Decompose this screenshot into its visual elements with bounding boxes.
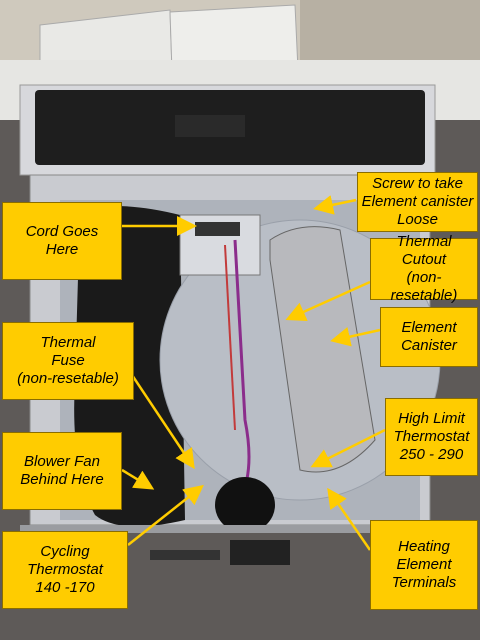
cycling-thermostat-label: Cycling Thermostat 140 -170 [2,531,128,609]
screw-label: Screw to take Element canister Loose [357,172,478,232]
element-canister-label: Element Canister [380,307,478,367]
high-limit-label: High Limit Thermostat 250 - 290 [385,398,478,476]
blower-fan-label: Blower Fan Behind Here [2,432,122,510]
cord-label: Cord Goes Here [2,202,122,280]
heating-terminals-label: Heating Element Terminals [370,520,478,610]
thermal-fuse-label: Thermal Fuse (non-resetable) [2,322,134,400]
thermal-cutout-label: Thermal Cutout (non-resetable) [370,233,478,304]
